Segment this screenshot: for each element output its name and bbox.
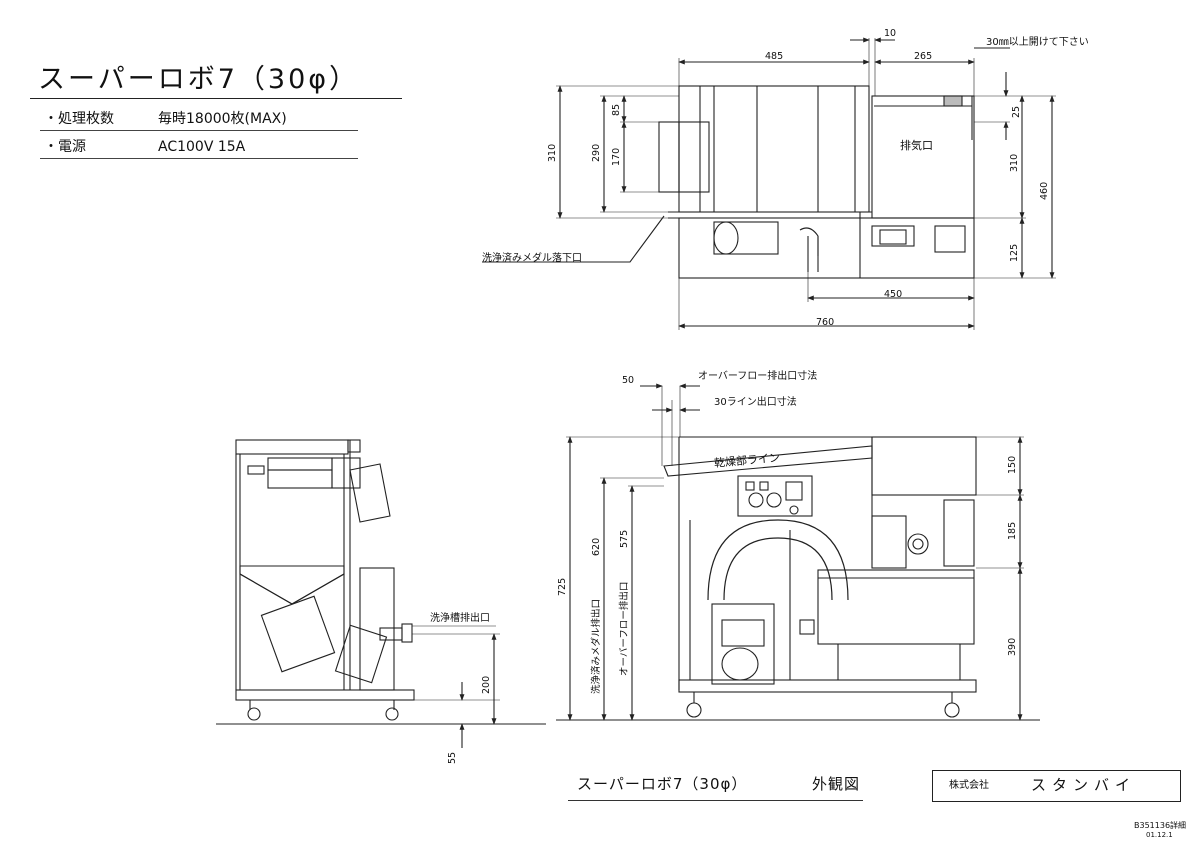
caption-title: スーパーロボ7（30φ） [577,775,748,793]
dim-485: 485 [765,51,784,62]
washed-outlet-label: 洗浄済みメダル排出口 [591,598,602,694]
spec-value-power: AC100V 15A [158,139,246,155]
spec-label-power: ・電源 [44,139,86,155]
company-name: スタンバイ [1031,776,1137,794]
dim-200: 200 [481,675,492,694]
dim-185: 185 [1007,521,1018,540]
caption-underline [568,800,863,801]
overflow-outlet-dim-label: オーバーフロー排出口寸法 [698,371,818,382]
dim-290: 290 [591,143,602,162]
company-prefix: 株式会社 [949,780,989,791]
title-underline [30,98,402,99]
drawing-title: スーパーロボ7（30φ） [38,64,360,95]
line30-outlet-dim-label: 30ライン出口寸法 [714,397,797,408]
spec-value-capacity: 毎時18000枚(MAX) [158,111,287,127]
dim-760: 760 [816,317,835,328]
washed-drop-label: 洗浄済みメダル落下口 [482,253,582,264]
dim-310-left: 310 [547,143,558,162]
dim-50: 50 [622,375,635,386]
spec-rule-1 [40,130,358,131]
dim-725: 725 [557,577,568,596]
side-view [216,439,546,748]
dim-620: 620 [591,537,602,556]
dim-85: 85 [611,103,622,116]
dim-10: 10 [884,28,897,39]
dim-450: 450 [884,289,903,300]
dim-125: 125 [1009,243,1020,262]
dim-575: 575 [619,529,630,548]
dim-265: 265 [914,51,933,62]
spec-rule-2 [40,158,358,159]
dim-55: 55 [447,751,458,764]
company-box: 株式会社 スタンバイ [932,770,1181,802]
dim-460: 460 [1039,181,1050,200]
caption-suffix: 外観図 [812,775,861,793]
overflow-outlet-label: オーバーフロー排出口 [619,581,630,676]
dim-150: 150 [1007,455,1018,474]
clearance-note: 30㎜以上開けて下さい [986,37,1089,48]
tank-outlet-label: 洗浄槽排出口 [430,613,490,624]
top-view [482,37,1056,330]
dim-310-right: 310 [1009,153,1020,172]
document-number: B351136詳細 [1134,821,1187,830]
spec-label-capacity: ・処理枚数 [44,111,114,127]
dim-25: 25 [1011,105,1022,118]
document-date: 01.12.1 [1146,831,1173,839]
exhaust-port-label: 排気口 [900,139,933,152]
front-view [556,383,1040,721]
dim-390: 390 [1007,637,1018,656]
dim-170: 170 [611,147,622,166]
